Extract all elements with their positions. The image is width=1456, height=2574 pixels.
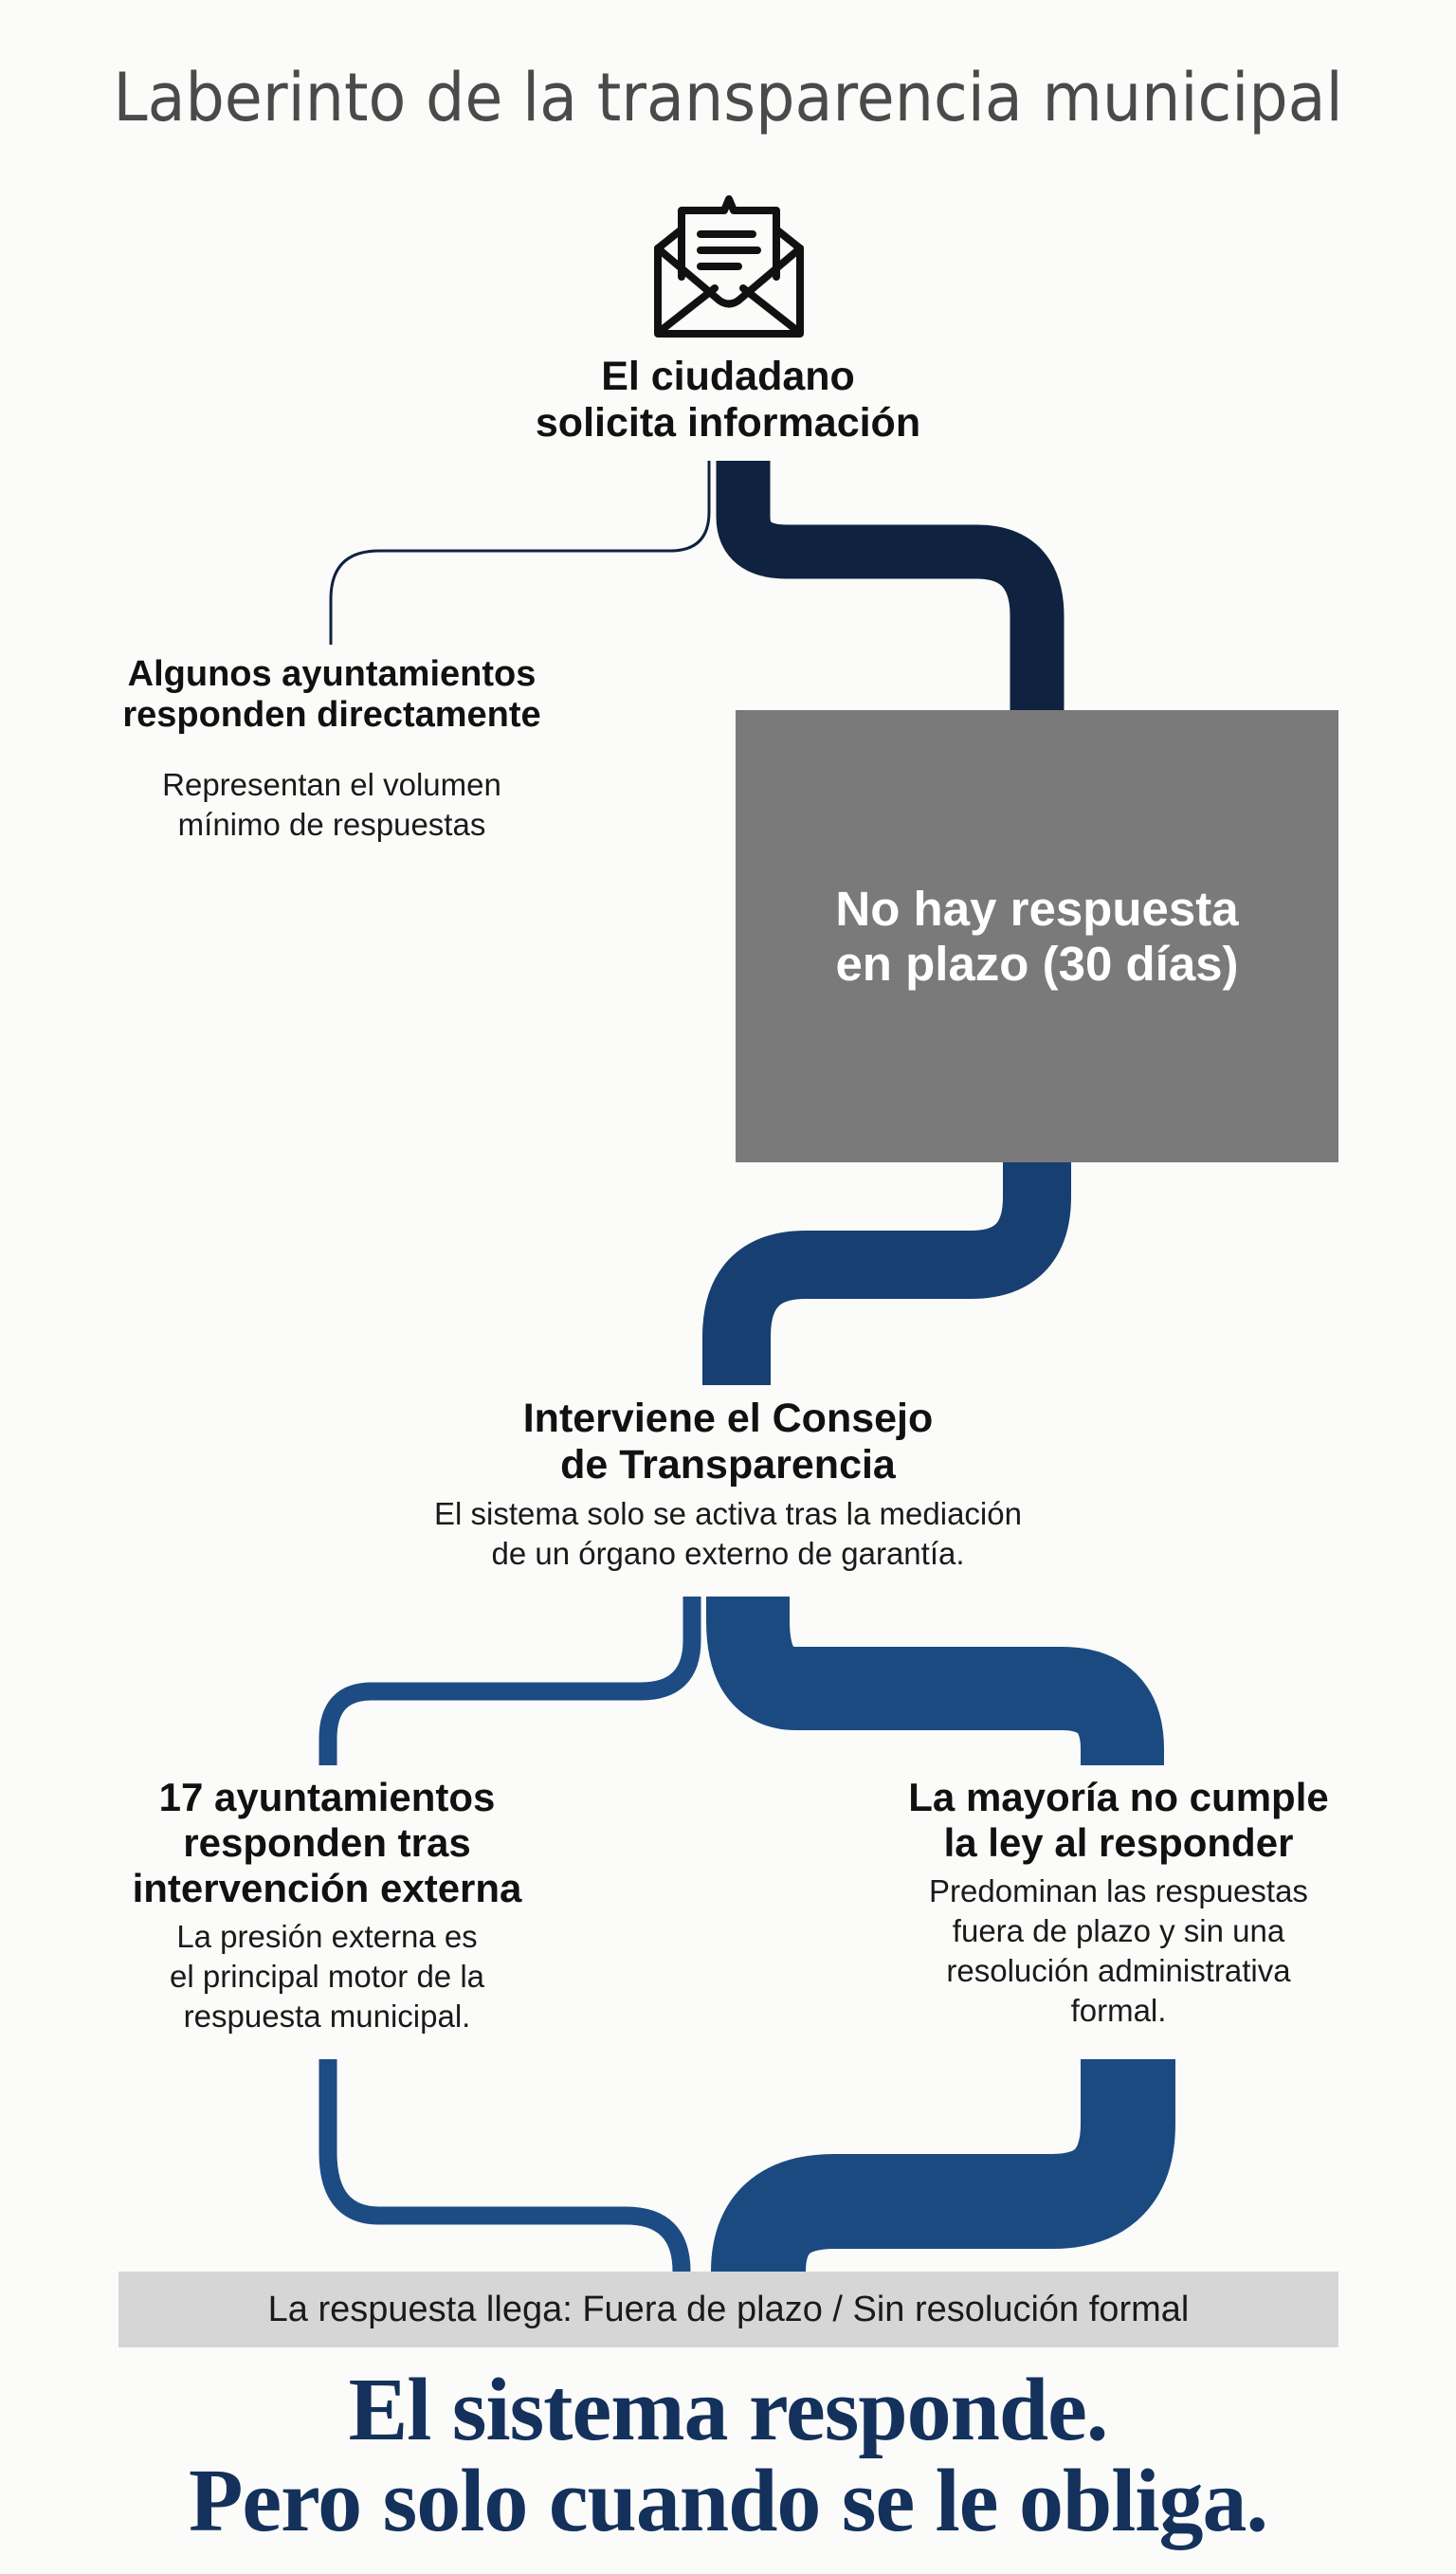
direct-sub-line1: Representan el volumen [162,766,501,802]
noncompliance-outcome: La mayoría no cumple la ley al responder… [886,1775,1351,2032]
thin-pipe-left-to-banner [318,2059,691,2273]
consejo-sub: El sistema solo se activa tras la mediac… [368,1494,1088,1574]
page-title: Laberinto de la transparencia municipal [113,59,1343,137]
right-heading-line2: la ley al responder [943,1819,1294,1865]
right-heading-line1: La mayoría no cumple [908,1775,1329,1819]
right-sub-line2: fuera de plazo y sin una [952,1912,1285,1948]
direct-response-node: Algunos ayuntamientos responden directam… [95,654,569,845]
consejo-heading-line1: Interviene el Consejo [522,1396,934,1441]
conclusion-headline: El sistema responde. Pero solo cuando se… [0,2361,1456,2550]
consejo-heading-line2: de Transparencia [560,1442,896,1488]
thin-branch-left [318,1597,701,1765]
consejo-sub-line2: de un órgano externo de garantía. [491,1536,965,1572]
left-heading-line3: intervención externa [132,1865,522,1910]
no-response-line1: No hay respuesta [835,882,1239,937]
external-intervention-outcome: 17 ayuntamientos responden tras interven… [95,1775,559,2036]
thin-branch-direct [329,461,711,645]
no-response-line2: en plazo (30 días) [835,936,1239,991]
no-response-label: No hay respuesta en plazo (30 días) [835,882,1238,990]
conclusion-line1: El sistema responde. [348,2361,1109,2459]
thick-branch-right [706,1597,1164,1765]
thick-pipe-right-to-banner [711,2059,1175,2274]
thick-pipe-to-noresponse [716,461,1065,710]
right-sub-line4: formal. [1070,1993,1167,2029]
direct-sub: Representan el volumen mínimo de respues… [95,765,569,845]
left-sub: La presión externa es el principal motor… [95,1917,559,2037]
direct-heading-line2: responden directamente [122,695,541,736]
start-heading-line1: El ciudadano [601,354,855,399]
right-sub-line3: resolución administrativa [946,1953,1291,1989]
envelope-open-letter-icon [648,182,810,343]
result-banner-label: La respuesta llega: Fuera de plazo / Sin… [267,2289,1190,2329]
start-node: El ciudadano solicita información [444,354,1012,447]
right-sub-line1: Predominan las respuestas [929,1872,1308,1908]
thick-pipe-to-consejo [702,1162,1071,1385]
start-heading-line2: solicita información [535,400,921,447]
right-sub: Predominan las respuestas fuera de plazo… [886,1871,1351,2032]
left-heading-line2: responden tras [183,1819,471,1865]
no-response-box: No hay respuesta en plazo (30 días) [736,710,1338,1162]
left-sub-line2: el principal motor de la [170,1958,484,1994]
consejo-sub-line1: El sistema solo se activa tras la mediac… [434,1496,1022,1532]
consejo-node: Interviene el Consejo de Transparencia E… [368,1396,1088,1575]
conclusion-line2: Pero solo cuando se le obliga. [188,2451,1268,2550]
left-sub-line3: respuesta municipal. [183,1999,471,2035]
left-sub-line1: La presión externa es [176,1918,478,1954]
direct-heading-line1: Algunos ayuntamientos [127,654,537,694]
direct-sub-line2: mínimo de respuestas [177,806,486,842]
result-banner: La respuesta llega: Fuera de plazo / Sin… [118,2272,1338,2347]
left-heading-line1: 17 ayuntamientos [158,1775,496,1819]
